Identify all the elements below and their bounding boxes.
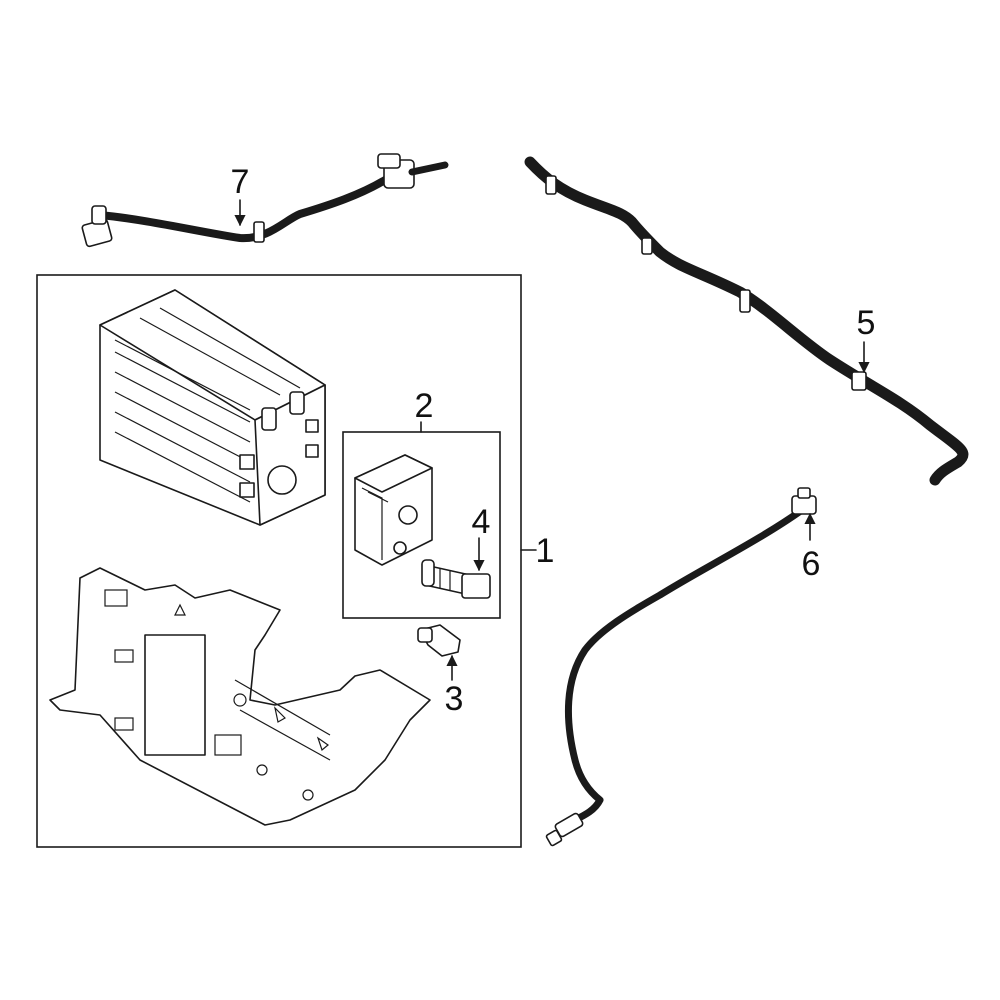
callout-7: 7 (231, 163, 250, 201)
tube-5-clip (739, 289, 751, 313)
hose-7-clip (253, 221, 265, 243)
callout-1: 1 (536, 532, 555, 570)
callout-2: 2 (415, 387, 434, 425)
harness-6-top-connector (791, 487, 817, 515)
harness-6-bottom-connector (545, 812, 584, 847)
part-5-vent-tube[interactable] (524, 156, 969, 486)
bracket-window (144, 634, 206, 756)
canister-ports (239, 391, 319, 498)
callout-4: 4 (472, 503, 491, 541)
hose-7-right-connector (377, 153, 449, 189)
bracket-details (104, 589, 331, 801)
tube-5-clip (641, 237, 653, 255)
leader-lines (234, 199, 870, 681)
part-1-canister[interactable] (99, 289, 326, 526)
hose-7-left-connector (81, 205, 113, 248)
callout-5: 5 (857, 304, 876, 342)
part-6-sensor-harness[interactable] (545, 487, 817, 847)
part-2-module[interactable] (354, 454, 433, 566)
part-7-vapor-hose[interactable] (81, 153, 449, 248)
part-3-elbow[interactable] (417, 624, 461, 657)
callout-6: 6 (802, 545, 821, 583)
callout-3: 3 (445, 680, 464, 718)
tube-5-clip (851, 371, 867, 391)
part-4-connector[interactable] (421, 559, 491, 599)
part-1-bracket[interactable] (49, 567, 431, 826)
canister-ribs (114, 307, 301, 503)
assembly-1-frame (36, 274, 522, 848)
tube-5-clip (545, 175, 557, 195)
